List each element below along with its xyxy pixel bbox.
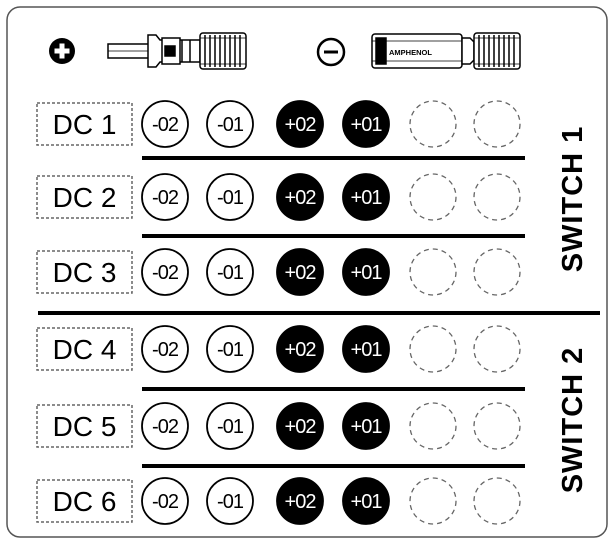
positive-connector: [276, 173, 324, 221]
dc-label-box: [36, 250, 133, 294]
connector-label: -02: [152, 187, 179, 209]
negative-connector: [141, 100, 189, 148]
connector-label: +01: [351, 491, 383, 513]
switch-2-label: SWITCH 2: [557, 347, 589, 494]
positive-connector: [342, 477, 390, 525]
dc-label: DC 6: [53, 486, 117, 517]
empty-connector-slot: [473, 248, 521, 296]
mc4-male-connector-icon: [107, 32, 247, 70]
row-separators: [38, 156, 600, 468]
legend-negative: AMPHENOL: [316, 32, 521, 70]
negative-connector: [141, 248, 189, 296]
negative-connector: [206, 248, 254, 296]
dc-label: DC 3: [53, 257, 117, 288]
dc-label-box: [36, 175, 133, 219]
dc-row: DC 4 -02 -01 +02 +01: [36, 325, 521, 373]
connector-label: +01: [351, 262, 383, 284]
connector-label: -02: [152, 339, 179, 361]
connector-label: -01: [217, 114, 244, 136]
connector-label: +02: [285, 187, 317, 209]
amphenol-brand-label: AMPHENOL: [389, 48, 432, 57]
positive-connector: [342, 173, 390, 221]
empty-connector-slot: [473, 173, 521, 221]
empty-connector-slot: [409, 100, 457, 148]
positive-connector: [276, 402, 324, 450]
positive-connector: [276, 100, 324, 148]
empty-connector-slot: [409, 402, 457, 450]
negative-connector: [206, 100, 254, 148]
connector-label: +01: [351, 416, 383, 438]
negative-connector: [141, 173, 189, 221]
connector-label: +02: [285, 114, 317, 136]
empty-connector-slot: [473, 477, 521, 525]
connector-label: -01: [217, 416, 244, 438]
connector-label: -02: [152, 416, 179, 438]
minus-circle-icon: [316, 37, 346, 67]
dc-rows: DC 1 -02 -01 +02 +01 DC 2 -02 -01 +02 +01 DC 3 -02 -…: [36, 100, 521, 525]
dc-row: DC 1 -02 -01 +02 +01: [36, 100, 521, 148]
positive-connector: [342, 402, 390, 450]
dc-label-box: [36, 102, 133, 146]
connector-label: +02: [285, 262, 317, 284]
positive-connector: [276, 325, 324, 373]
connector-label: -01: [217, 491, 244, 513]
connector-label: +01: [351, 114, 383, 136]
negative-connector: [141, 325, 189, 373]
empty-connector-slot: [409, 173, 457, 221]
positive-connector: [342, 325, 390, 373]
positive-connector: [276, 248, 324, 296]
amphenol-connector-icon: [371, 32, 521, 70]
connector-label: -01: [217, 339, 244, 361]
switch-1-label: SWITCH 1: [557, 126, 589, 273]
dc-label: DC 1: [53, 109, 117, 140]
plus-circle-icon: [49, 38, 75, 64]
empty-connector-slot: [473, 325, 521, 373]
dc-row: DC 2 -02 -01 +02 +01: [36, 173, 521, 221]
negative-connector: [206, 402, 254, 450]
legend-positive: [49, 32, 247, 70]
dc-label: DC 4: [53, 334, 117, 365]
connector-label: -02: [152, 491, 179, 513]
dc-row: DC 6 -02 -01 +02 +01: [36, 477, 521, 525]
connector-label: -02: [152, 262, 179, 284]
empty-connector-slot: [409, 325, 457, 373]
dc-row: DC 3 -02 -01 +02 +01: [36, 248, 521, 296]
empty-connector-slot: [473, 402, 521, 450]
dc-row: DC 5 -02 -01 +02 +01: [36, 402, 521, 450]
negative-connector: [206, 173, 254, 221]
connector-label: +01: [351, 339, 383, 361]
negative-connector: [206, 325, 254, 373]
negative-connector: [206, 477, 254, 525]
negative-connector: [141, 402, 189, 450]
connector-label: -01: [217, 187, 244, 209]
negative-connector: [141, 477, 189, 525]
positive-connector: [342, 248, 390, 296]
empty-connector-slot: [409, 248, 457, 296]
diagram-frame: [6, 6, 608, 538]
dc-label-box: [36, 479, 133, 523]
connector-label: -02: [152, 114, 179, 136]
positive-connector: [276, 477, 324, 525]
empty-connector-slot: [473, 100, 521, 148]
connector-label: +02: [285, 416, 317, 438]
dc-label-box: [36, 327, 133, 371]
connector-label: +01: [351, 187, 383, 209]
positive-connector: [342, 100, 390, 148]
dc-label-box: [36, 404, 133, 448]
empty-connector-slot: [409, 477, 457, 525]
connector-label: +02: [285, 339, 317, 361]
connector-label: -01: [217, 262, 244, 284]
connector-label: +02: [285, 491, 317, 513]
dc-label: DC 2: [53, 182, 117, 213]
dc-label: DC 5: [53, 411, 117, 442]
